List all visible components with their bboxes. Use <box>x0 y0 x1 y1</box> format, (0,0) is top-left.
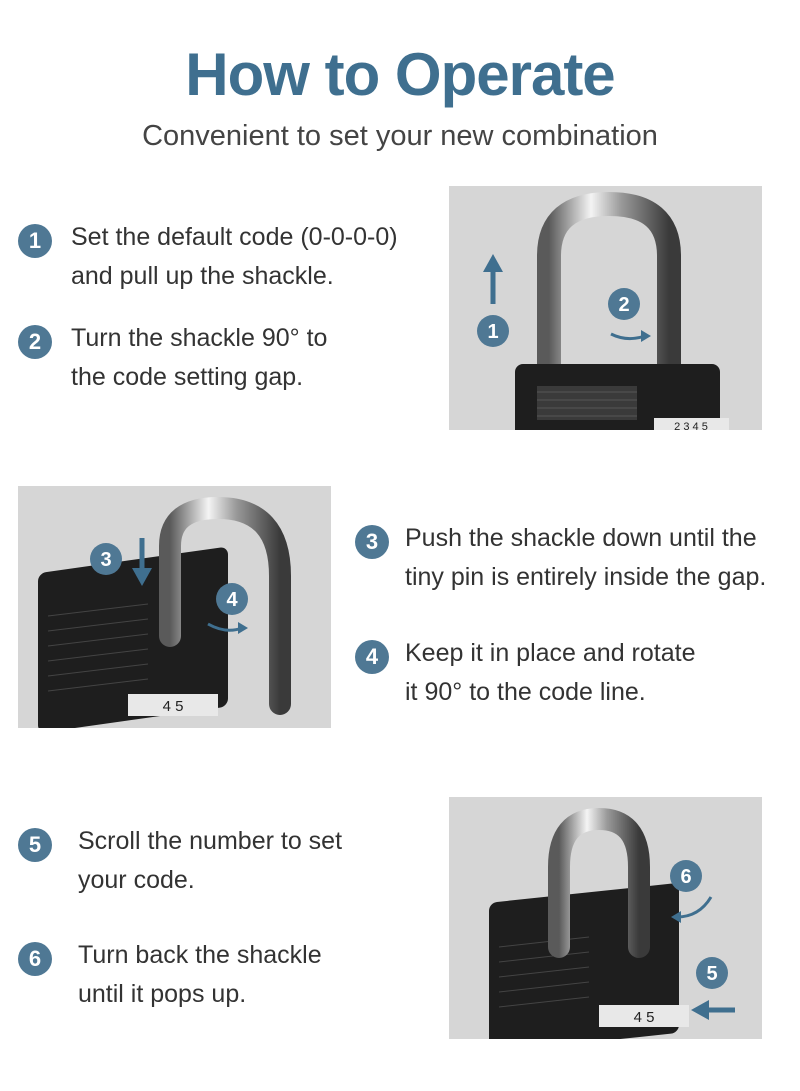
rotate-arrow-icon <box>676 896 713 919</box>
marker-1 <box>477 315 509 347</box>
svg-text:4: 4 <box>226 589 238 611</box>
step-text: Set the default code (0-0-0-0)and pull u… <box>71 223 398 290</box>
dial-digits: 2 3 4 5 <box>674 421 708 430</box>
svg-text:5: 5 <box>706 963 717 985</box>
step-badge: 1 <box>18 224 52 258</box>
shackle <box>159 496 291 715</box>
marker-3 <box>90 543 122 575</box>
dial-digits: 4 5 <box>634 1009 655 1026</box>
padlock-image-push-down: 4 5 3 4 <box>18 486 331 728</box>
padlock-image-set-code: 4 5 6 5 <box>449 797 762 1039</box>
step-badge: 4 <box>355 640 389 674</box>
rotate-arrow-icon <box>610 332 646 341</box>
dial <box>599 1005 689 1027</box>
marker-4 <box>216 583 248 615</box>
dial <box>654 418 729 430</box>
svg-text:1: 1 <box>487 321 498 343</box>
page-title: How to Operate <box>185 41 615 108</box>
svg-text:3: 3 <box>100 549 111 571</box>
svg-text:6: 6 <box>680 866 691 888</box>
marker-2 <box>608 288 640 320</box>
page-subtitle: Convenient to set your new combination <box>142 120 658 152</box>
step-badge: 5 <box>18 828 52 862</box>
marker-6 <box>670 860 702 892</box>
padlock-image-pull-up: 2 3 4 5 1 2 <box>449 186 762 430</box>
step-badge: 3 <box>355 525 389 559</box>
step-badge: 2 <box>18 325 52 359</box>
shackle <box>548 807 650 958</box>
marker-5 <box>696 957 728 989</box>
svg-text:2: 2 <box>618 294 629 316</box>
step-1: 1 Set the default code (0-0-0-0)and pull… <box>18 218 438 298</box>
dial <box>128 694 218 716</box>
shackle <box>537 191 681 388</box>
dial-digits: 4 5 <box>163 698 184 715</box>
step-badge: 6 <box>18 942 52 976</box>
